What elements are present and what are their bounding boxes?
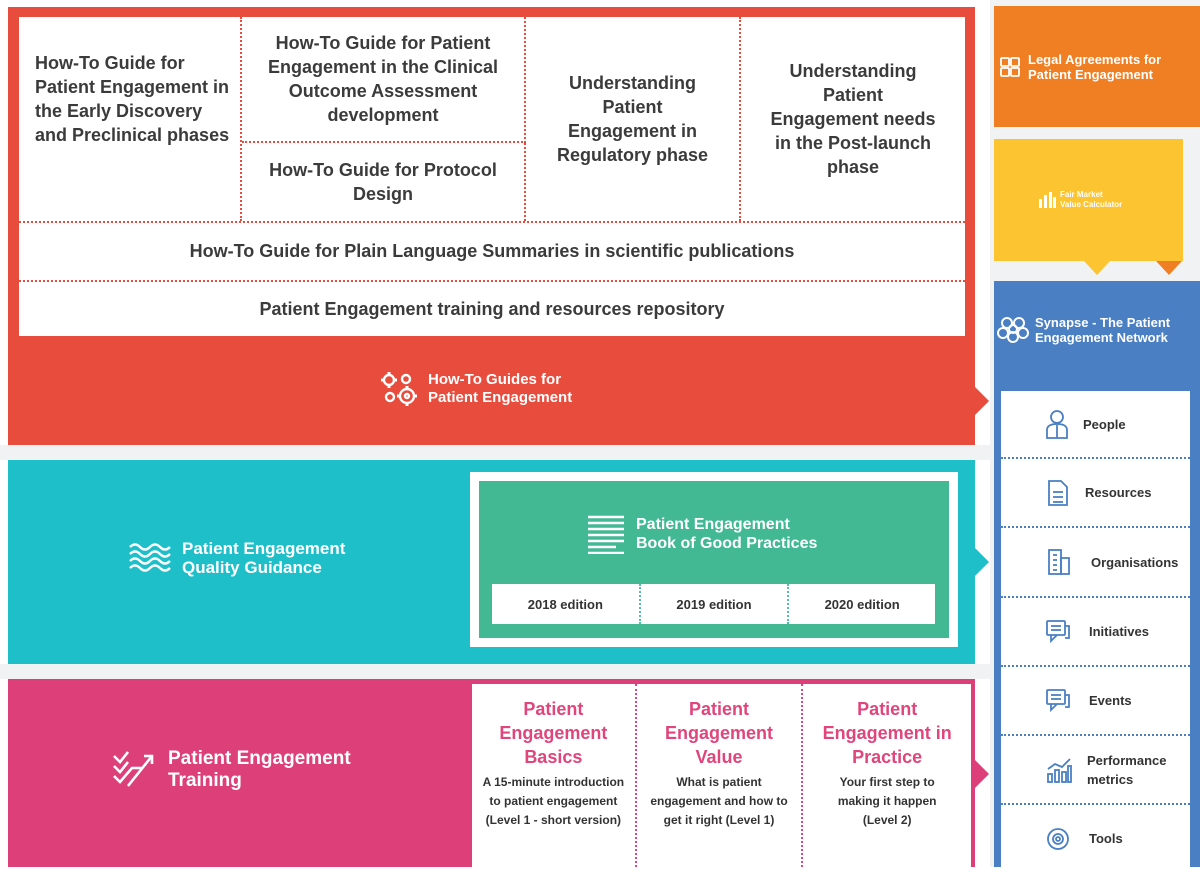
edition-2018-label: 2018 edition xyxy=(527,596,603,612)
synapse-item-initiatives[interactable]: Initiatives xyxy=(1001,598,1190,667)
understanding-regulatory[interactable]: Understanding Patient Engagement in Regu… xyxy=(526,17,741,221)
synapse-item-people-label: People xyxy=(1083,416,1126,432)
synapse-item-organisations[interactable]: Organisations xyxy=(1001,528,1190,598)
understanding-postlaunch-label: Understanding Patient Engagement needs i… xyxy=(770,61,936,177)
chat-icon xyxy=(1046,688,1070,712)
understanding-regulatory-label: Understanding Patient Engagement in Regu… xyxy=(556,73,709,165)
network-icon xyxy=(997,317,1029,343)
section-gap xyxy=(0,664,990,679)
synapse-title[interactable]: Synapse - The Patient Engagement Network xyxy=(994,312,1200,348)
howto-title: How-To Guides for Patient Engagement xyxy=(378,367,638,411)
training-repository-label: Patient Engagement training and resource… xyxy=(259,298,725,319)
module-value[interactable]: Patient Engagement Value What is patient… xyxy=(637,684,804,867)
book-title-line1: Patient Engagement xyxy=(636,516,790,533)
book-title: Patient Engagement Book of Good Practice… xyxy=(586,512,886,556)
legal-pointer xyxy=(1156,261,1182,275)
fmv-pointer xyxy=(1084,261,1110,275)
synapse-list: People Resources Organisations Initiativ… xyxy=(1001,391,1190,867)
book-title-line2: Book of Good Practices xyxy=(636,535,818,552)
chart-icon xyxy=(1047,757,1072,783)
calculator-icon xyxy=(1039,192,1056,208)
synapse-item-tools-label: Tools xyxy=(1089,831,1123,846)
edition-2019-label: 2019 edition xyxy=(676,596,752,612)
guide-plain-language-label: How-To Guide for Plain Language Summarie… xyxy=(189,240,795,261)
understanding-postlaunch[interactable]: Understanding Patient Engagement needs i… xyxy=(741,17,965,221)
building-icon xyxy=(1048,549,1070,575)
fmv-line2: Value Calculator xyxy=(1060,200,1123,209)
quality-title-line2: Quality Guidance xyxy=(182,558,322,577)
fmv-line1: Fair Market xyxy=(1060,190,1103,199)
quality-title-line1: Patient Engagement xyxy=(182,539,346,558)
synapse-item-resources[interactable]: Resources xyxy=(1001,459,1190,528)
synapse-item-organisations-label: Organisations xyxy=(1091,554,1179,570)
training-title: Patient Engagement Training xyxy=(112,746,402,794)
module-basics-title: Patient Engagement Basics xyxy=(499,699,608,767)
synapse-item-tools[interactable]: Tools xyxy=(1001,805,1190,872)
gears-icon xyxy=(381,372,417,406)
module-practice-title: Patient Engagement in Practice xyxy=(822,699,952,767)
chat-icon xyxy=(1046,619,1070,643)
legal-line1: Legal Agreements for xyxy=(1028,51,1162,67)
editions-row: 2018 edition 2019 edition 2020 edition xyxy=(492,584,935,624)
howto-panel xyxy=(19,17,965,336)
book-lines-icon xyxy=(588,515,624,554)
synapse-line1: Synapse - The Patient xyxy=(1035,315,1171,330)
guide-protocol-label: How-To Guide for Protocol Design xyxy=(269,160,497,204)
module-basics[interactable]: Patient Engagement Basics A 15-minute in… xyxy=(472,684,637,867)
howto-arrow xyxy=(975,387,989,415)
guide-early-discovery-label: How-To Guide for Patient Engagement in t… xyxy=(35,53,230,145)
edition-2020-label: 2020 edition xyxy=(824,596,900,612)
edition-2019[interactable]: 2019 edition xyxy=(641,584,790,624)
contract-icon xyxy=(1000,56,1020,77)
fmv-calculator-card[interactable]: Fair Market Value Calculator xyxy=(994,139,1183,261)
training-repository[interactable]: Patient Engagement training and resource… xyxy=(19,282,965,336)
synapse-item-events[interactable]: Events xyxy=(1001,667,1190,736)
synapse-item-people[interactable]: People xyxy=(1001,391,1190,459)
module-value-title: Patient Engagement Value xyxy=(665,699,774,767)
edition-2020[interactable]: 2020 edition xyxy=(789,584,935,624)
divider xyxy=(19,221,965,223)
legal-line2: Patient Engagement xyxy=(1028,66,1153,82)
check-arrows-icon xyxy=(113,751,154,787)
edition-2018[interactable]: 2018 edition xyxy=(492,584,641,624)
quality-arrow xyxy=(975,548,989,576)
person-icon xyxy=(1046,410,1068,439)
training-title-line2: Training xyxy=(168,770,242,791)
module-practice[interactable]: Patient Engagement in Practice Your firs… xyxy=(803,684,971,867)
divider xyxy=(19,280,965,282)
training-title-line1: Patient Engagement xyxy=(168,748,351,769)
training-arrow xyxy=(975,760,989,788)
gear-icon xyxy=(1047,827,1069,850)
guide-coa-label: How-To Guide for Patient Engagement in t… xyxy=(267,33,499,125)
guide-coa[interactable]: How-To Guide for Patient Engagement in t… xyxy=(242,17,526,143)
quality-title: Patient Engagement Quality Guidance xyxy=(128,536,408,580)
legal-agreements-card[interactable]: Legal Agreements for Patient Engagement xyxy=(994,6,1200,127)
synapse-line2: Engagement Network xyxy=(1035,330,1168,345)
section-gap xyxy=(0,445,990,460)
synapse-item-performance-label: Performance metrics xyxy=(1087,752,1167,787)
module-practice-desc: Your first step to making it happen (Lev… xyxy=(837,775,937,827)
synapse-item-performance[interactable]: Performance metrics xyxy=(1001,736,1190,805)
training-panel: Patient Engagement Basics A 15-minute in… xyxy=(472,684,971,867)
synapse-item-events-label: Events xyxy=(1089,693,1132,708)
document-icon xyxy=(1048,479,1068,506)
guide-plain-language[interactable]: How-To Guide for Plain Language Summarie… xyxy=(19,223,965,279)
synapse-item-initiatives-label: Initiatives xyxy=(1089,624,1149,639)
guide-protocol[interactable]: How-To Guide for Protocol Design xyxy=(242,143,526,221)
howto-title-line2: Patient Engagement xyxy=(428,389,573,406)
synapse-item-resources-label: Resources xyxy=(1085,485,1152,500)
guide-early-discovery[interactable]: How-To Guide for Patient Engagement in t… xyxy=(19,17,242,221)
module-basics-desc: A 15-minute introduction to patient enga… xyxy=(482,775,625,827)
waves-icon xyxy=(129,543,171,572)
module-value-desc: What is patient engagement and how to ge… xyxy=(650,775,788,827)
howto-title-line1: How-To Guides for xyxy=(428,371,562,388)
